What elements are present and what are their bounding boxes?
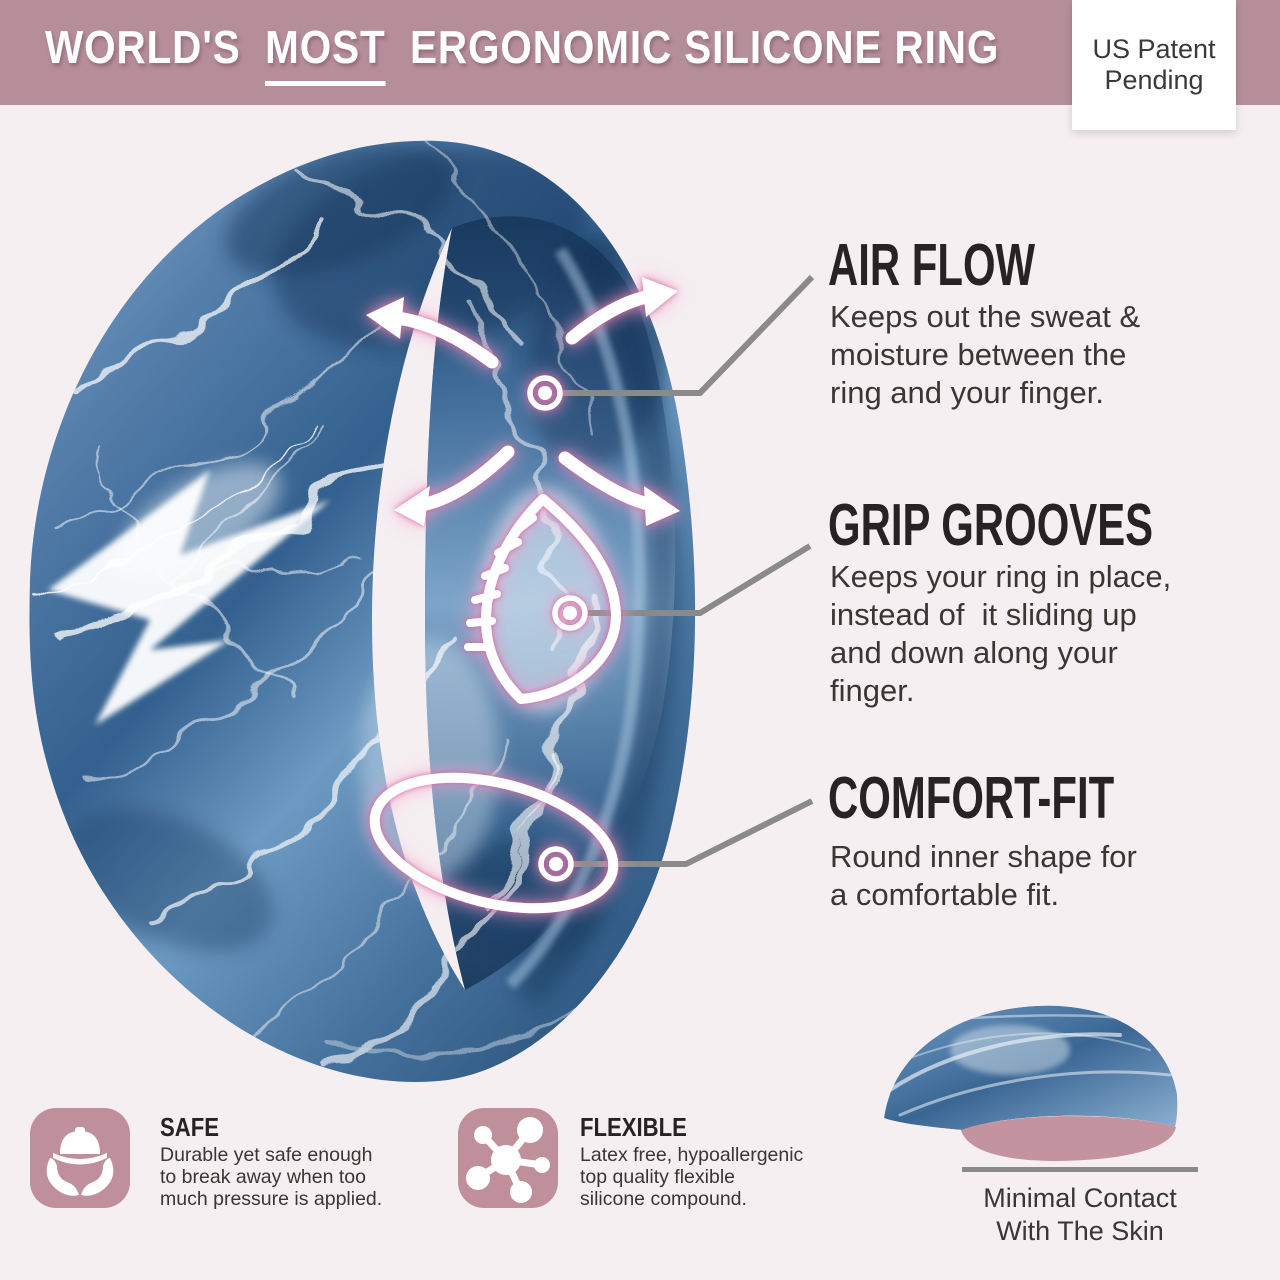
callout-markers xyxy=(527,375,588,882)
flexible-badge-body: Latex free, hypoallergenic top quality f… xyxy=(580,1144,804,1210)
feature-body-grip-grooves: Keeps your ring in place, instead of it … xyxy=(830,559,1172,708)
cross-section-image xyxy=(884,1005,1198,1172)
marble-flash xyxy=(48,470,330,725)
feature-title-air-flow: AIR FLOW xyxy=(828,232,1036,298)
ring-band xyxy=(29,140,696,1082)
comfort-loop-icon xyxy=(369,772,619,914)
feature-title-comfort-fit: COMFORT-FIT xyxy=(828,765,1115,831)
grip-marker-icon xyxy=(552,595,588,631)
skin-line xyxy=(962,1167,1198,1172)
grip-groove-leaf-icon xyxy=(464,494,622,704)
hard-hat-in-hands-icon xyxy=(46,1127,114,1196)
airflow-arrows-icon xyxy=(366,277,680,526)
comfort-marker-icon xyxy=(538,846,574,882)
header-bar xyxy=(0,0,1280,105)
airflow-connector-line xyxy=(558,274,815,396)
grip-connector-line xyxy=(585,543,812,616)
safe-badge-body: Durable yet safe enough to break away wh… xyxy=(160,1144,383,1210)
patent-pending-text: US Patent Pending xyxy=(1092,34,1216,95)
airflow-marker-icon xyxy=(527,375,563,411)
flexible-badge-title: FLEXIBLE xyxy=(580,1112,687,1142)
safe-badge-tile xyxy=(30,1108,130,1208)
page-title: WORLD'S MOST ERGONOMIC SILICONE RING xyxy=(45,0,1129,105)
feature-title-grip-grooves: GRIP GROOVES xyxy=(828,492,1154,558)
cross-section-inner-face xyxy=(961,1116,1176,1161)
safe-badge-title: SAFE xyxy=(160,1112,219,1142)
title-word-worlds: WORLD'S xyxy=(45,20,241,73)
feature-body-comfort-fit: Round inner shape for a comfortable fit. xyxy=(830,839,1137,912)
title-word-most-underlined: MOST xyxy=(265,20,386,86)
cross-section-caption: Minimal Contact With The Skin xyxy=(983,1183,1177,1246)
flexible-badge-tile xyxy=(458,1108,558,1208)
molecule-icon xyxy=(466,1117,550,1203)
title-word-rest: ERGONOMIC SILICONE RING xyxy=(410,20,1000,73)
patent-pending-box: US Patent Pending xyxy=(1072,0,1236,130)
feature-body-air-flow: Keeps out the sweat & moisture between t… xyxy=(830,299,1141,410)
